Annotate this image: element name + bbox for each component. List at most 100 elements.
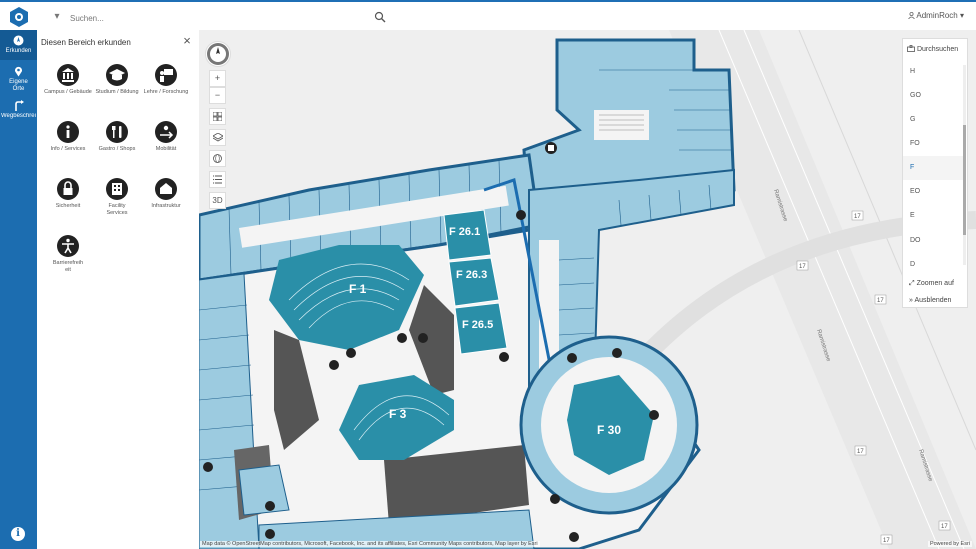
category-lehre[interactable]: Lehre / Forschung	[142, 64, 190, 96]
user-menu[interactable]: AdminRoch ▾	[907, 11, 964, 20]
building-icon	[57, 64, 79, 86]
room-label: F 26.3	[456, 269, 487, 281]
house-number: 17	[880, 534, 893, 545]
poi-icon[interactable]	[516, 210, 526, 220]
app-logo-icon[interactable]	[8, 6, 30, 28]
poi-icon[interactable]	[265, 501, 275, 511]
floor-item-e[interactable]: E	[910, 212, 915, 219]
category-barrierefreiheit[interactable]: Barrierefreiheit	[44, 235, 92, 274]
poi-icon[interactable]	[203, 462, 213, 472]
user-name: AdminRoch	[916, 11, 958, 20]
floor-item-eo[interactable]: EO	[910, 188, 921, 195]
poi-icon[interactable]	[346, 348, 356, 358]
layers-button[interactable]	[209, 129, 226, 146]
accessibility-icon	[57, 235, 79, 257]
map-attribution: Map data © OpenStreetMap contributors, M…	[200, 541, 540, 547]
poi-icon[interactable]	[612, 348, 622, 358]
hide-button[interactable]: » Ausblenden	[909, 297, 951, 304]
room-label: F 26.1	[449, 226, 480, 238]
locate-button[interactable]	[209, 150, 226, 167]
navigation-rail: Erkunden Eigene Orte Wegbeschreibung i	[0, 30, 37, 549]
zoom-to-label: Zoomen auf	[916, 280, 954, 287]
poi-icon[interactable]	[265, 529, 275, 539]
category-label: Lehre / Forschung	[143, 89, 189, 95]
list-icon	[213, 175, 222, 184]
floor-selector-panel: Durchsuchen H GO G FO F EO E DO D ⤢ Zoom…	[902, 38, 968, 308]
category-facility[interactable]: Facility Services	[93, 178, 141, 217]
route-icon	[14, 100, 24, 111]
house-number: 17	[796, 260, 809, 271]
category-campus[interactable]: Campus / Gebäude	[44, 64, 92, 96]
category-gastro[interactable]: Gastro / Shops	[93, 121, 141, 153]
location-pin-icon	[15, 66, 22, 77]
poi-icon[interactable]	[397, 333, 407, 343]
house-number: 17	[874, 294, 887, 305]
zoom-out-button[interactable]: −	[209, 87, 226, 104]
poi-icon[interactable]	[329, 360, 339, 370]
top-accent-line	[0, 0, 976, 2]
info-button[interactable]: i	[11, 527, 25, 541]
poi-icon[interactable]	[545, 142, 557, 154]
search-input[interactable]	[68, 8, 368, 28]
browse-label: Durchsuchen	[916, 46, 959, 53]
scrollbar-thumb[interactable]	[963, 125, 966, 235]
svg-text:17: 17	[854, 214, 861, 220]
mobility-icon	[155, 121, 177, 143]
grid-icon	[212, 111, 223, 122]
house-number: 17	[938, 520, 951, 531]
category-sicherheit[interactable]: Sicherheit	[44, 178, 92, 210]
building-footprint: F 26.1 F 26.3 F 26.5 F 1 F 3	[199, 38, 736, 549]
facility-icon	[106, 178, 128, 200]
category-mobilitaet[interactable]: Mobilität	[142, 121, 190, 153]
floor-item-g[interactable]: G	[910, 116, 916, 123]
svg-text:17: 17	[799, 264, 806, 270]
browse-header[interactable]: Durchsuchen	[907, 45, 958, 53]
search-bar: ▾	[50, 8, 390, 28]
rail-item-eigene-orte[interactable]: Eigene Orte	[0, 63, 37, 95]
double-chevron-right-icon: »	[909, 297, 913, 304]
3d-toggle-button[interactable]: 3D	[209, 192, 226, 209]
floor-item-h[interactable]: H	[910, 68, 916, 75]
map-canvas: Ramistrasse Ramistrasse Ramistrasse 17 1…	[199, 30, 976, 549]
category-label: Mobilität	[155, 146, 177, 152]
zoom-to-button[interactable]: ⤢ Zoomen auf	[909, 280, 954, 288]
panel-title: Diesen Bereich erkunden	[41, 38, 131, 47]
category-studium[interactable]: Studium / Bildung	[93, 64, 141, 96]
compass-button[interactable]	[205, 41, 231, 67]
poi-icon[interactable]	[499, 352, 509, 362]
poi-icon[interactable]	[550, 494, 560, 504]
category-label: Sicherheit	[55, 203, 81, 209]
house-number: 17	[854, 445, 867, 456]
powered-by-esri[interactable]: Powered by Esri	[927, 541, 972, 547]
floor-list-scrollbar[interactable]	[963, 65, 966, 265]
category-infrastruktur[interactable]: Infrastruktur	[142, 178, 190, 210]
room-label: F 26.5	[462, 319, 493, 331]
rail-item-label: Eigene Orte	[9, 79, 28, 92]
floor-item-fo[interactable]: FO	[910, 140, 920, 147]
legend-button[interactable]	[209, 171, 226, 188]
compass-icon	[13, 35, 24, 46]
lock-icon	[57, 178, 79, 200]
floor-item-d[interactable]: D	[910, 261, 916, 268]
search-filter-dropdown[interactable]: ▾	[54, 11, 60, 22]
rail-item-wegbeschreibung[interactable]: Wegbeschreibung	[0, 100, 37, 126]
rail-item-erkunden[interactable]: Erkunden	[0, 30, 37, 60]
layers-icon	[211, 132, 224, 142]
category-label: Campus / Gebäude	[44, 89, 92, 95]
poi-icon[interactable]	[569, 532, 579, 542]
category-label: Gastro / Shops	[98, 146, 136, 152]
floor-item-go[interactable]: GO	[910, 92, 921, 99]
poi-icon[interactable]	[649, 410, 659, 420]
poi-icon[interactable]	[567, 353, 577, 363]
basemap-button[interactable]	[209, 108, 226, 125]
floor-item-do[interactable]: DO	[910, 237, 921, 244]
floor-item-f[interactable]: F	[903, 156, 963, 180]
close-icon[interactable]: ×	[183, 33, 191, 48]
poi-icon[interactable]	[418, 333, 428, 343]
zoom-in-button[interactable]: +	[209, 70, 226, 87]
room-label: F 3	[389, 407, 407, 421]
rail-item-label: Wegbeschreibung	[1, 113, 36, 119]
indoor-map[interactable]: Ramistrasse Ramistrasse Ramistrasse 17 1…	[199, 30, 976, 549]
category-info[interactable]: Info / Services	[44, 121, 92, 153]
search-icon[interactable]	[374, 10, 388, 24]
